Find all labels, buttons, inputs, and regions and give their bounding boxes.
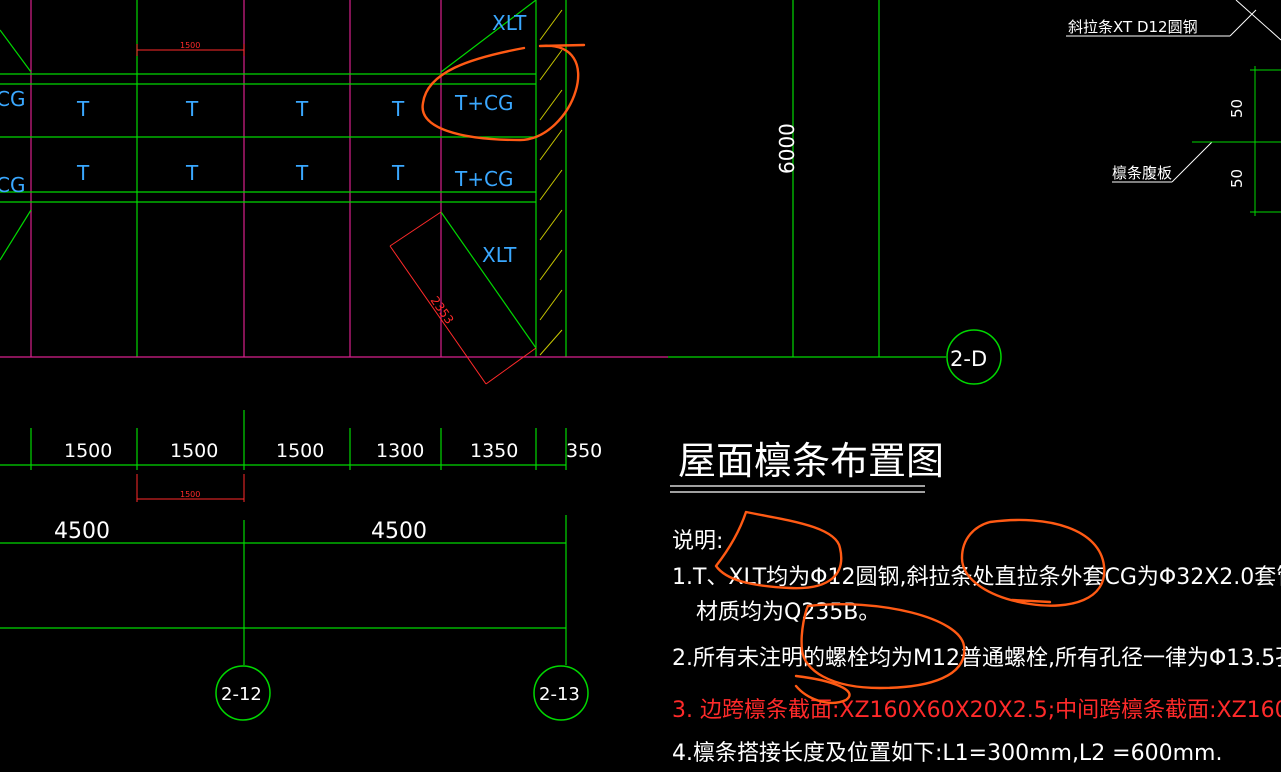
axis-label-2-12: 2-12 [221,684,262,705]
axis-bubble-2-13 [533,665,589,721]
label-t: T [391,97,405,121]
markup-annotations [421,43,1106,705]
diagonal-tie [0,209,32,261]
purlin-grid [0,0,946,358]
wall-hatch [539,9,563,356]
diagonal-tie [440,211,537,349]
detail-dim-50a: 50 [1228,99,1246,118]
diagonal-tie [0,29,32,73]
axis-bubbles [215,329,1002,721]
axis-label-2-d: 2-D [950,347,987,371]
dim-3: 1500 [276,440,324,462]
tie-rod-detail [1066,0,1281,216]
detail-dim-50b: 50 [1228,169,1246,188]
markup-circle-bolt [794,603,966,705]
dimension-row [0,410,567,665]
markup-circle-cg [960,518,1106,607]
label-cg: CG [0,87,25,111]
axis-label-2-13: 2-13 [539,684,580,705]
dim-diagonal: 2353 [428,294,457,327]
purlin-labels: CG CG T T T T T T T T T+CG T+CG XLT XLT [0,11,527,267]
label-t: T [76,161,90,185]
label-t: T [391,161,405,185]
axis-bubble-2-12 [215,665,271,721]
label-t: T [185,161,199,185]
note-line-2: 2.所有未注明的螺栓均为M12普通螺栓,所有孔径一律为Φ13.5孔. [672,646,1281,671]
dimension-row-text: 1500 1500 1500 1300 1350 350 4500 4500 [54,440,602,544]
markup-circle-xlt [714,510,843,590]
dim-4: 1300 [376,440,424,462]
dim-small-top: 1500 [180,41,200,50]
label-t: T [76,97,90,121]
notes-heading: 说明: [672,529,723,554]
dim-6: 350 [566,440,602,462]
label-t-cg: T+CG [454,91,513,115]
label-t: T [295,161,309,185]
detail-tie-rod-label: 斜拉条XT D12圆钢 [1068,18,1198,36]
diagonal-tie [440,0,537,73]
dim-5: 1350 [470,440,518,462]
label-t: T [185,97,199,121]
label-t-cg: T+CG [454,167,513,191]
dim-1: 1500 [64,440,112,462]
notes: 说明: 1.T、XLT均为Φ12圆钢,斜拉条处直拉条外套CG为Φ32X2.0套管… [672,529,1281,766]
detail-web-label: 檩条腹板 [1112,164,1172,182]
dim-small-bottom: 1500 [180,490,200,499]
axis-bubble-2-d [946,329,1002,385]
dim-2: 1500 [170,440,218,462]
label-t: T [295,97,309,121]
note-line-3: 3. 边跨檩条截面:XZ160X60X20X2.5;中间跨檩条截面:XZ160X… [672,698,1281,723]
label-xlt: XLT [482,243,517,267]
drawing-title: 屋面檩条布置图 [678,439,944,483]
span-1: 4500 [54,519,110,544]
markup-circle-tcg [421,43,586,142]
label-cg: CG [0,173,25,197]
label-xlt: XLT [492,11,527,35]
dim-height: 6000 [775,123,799,174]
span-2: 4500 [371,519,427,544]
note-line-4: 4.檩条搭接长度及位置如下:L1=300mm,L2 =600mm. [672,741,1222,766]
